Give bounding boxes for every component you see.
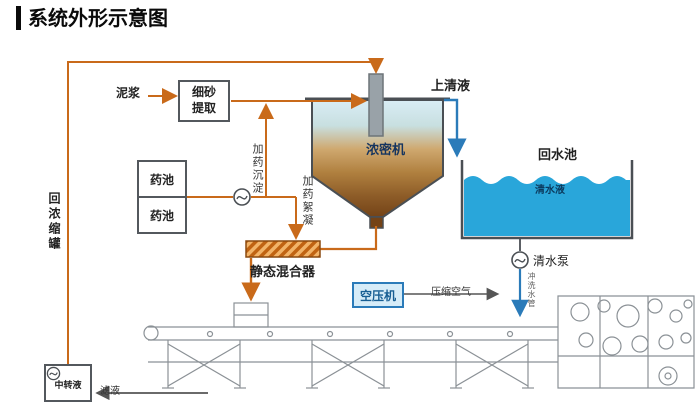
belt-filter-press bbox=[143, 295, 695, 389]
clear-water-pump-label: 清水泵 bbox=[533, 254, 570, 268]
dosing-flocculation-label: 加药絮凝 bbox=[301, 175, 314, 227]
sand-extraction-label: 细砂提取 bbox=[191, 85, 216, 115]
pump-icon bbox=[46, 366, 61, 381]
static-mixer-bar bbox=[245, 240, 321, 258]
air-compressor-box: 空压机 bbox=[352, 282, 404, 308]
clear-water-label: 清水液 bbox=[535, 185, 565, 196]
chem-dosing-lines bbox=[187, 103, 304, 240]
page-title: 系统外形示意图 bbox=[16, 6, 168, 30]
sand-extraction-box: 细砂提取 bbox=[178, 80, 230, 122]
pool-water bbox=[464, 176, 630, 236]
return-concentrate-label: 回浓缩罐 bbox=[47, 192, 61, 252]
filtrate-label: 滤液 bbox=[100, 386, 120, 397]
thickener-label: 浓密机 bbox=[366, 143, 406, 158]
thickener-feed-pipe bbox=[368, 73, 384, 137]
thickener-tank bbox=[305, 73, 450, 229]
dosing-sedimentation-label: 加药沉淀 bbox=[251, 143, 264, 195]
compressed-air-label: 压缩空气 bbox=[431, 287, 471, 298]
return-pool-tank bbox=[460, 160, 634, 240]
mud-label: 泥浆 bbox=[116, 86, 141, 100]
transfer-liquid-box: 中转液 bbox=[44, 364, 92, 402]
supernatant-label: 上清液 bbox=[431, 79, 471, 94]
chem-tank-2-box: 药池 bbox=[137, 196, 187, 234]
pump-icon bbox=[233, 188, 251, 206]
pump-icon bbox=[511, 251, 529, 269]
air-compressor-label: 空压机 bbox=[359, 288, 396, 303]
return-pool-label: 回水池 bbox=[538, 148, 578, 163]
supernatant-arrow bbox=[444, 98, 467, 158]
flush-water-pipe-label: 冲洗水管 bbox=[527, 272, 536, 308]
chem-tank-1-label: 药池 bbox=[149, 172, 174, 187]
transfer-liquid-label: 中转液 bbox=[54, 381, 82, 391]
static-mixer-label: 静态混合器 bbox=[250, 265, 316, 280]
chem-tank-2-label: 药池 bbox=[149, 208, 174, 223]
outlet-line bbox=[319, 226, 378, 251]
chem-tank-1-box: 药池 bbox=[137, 160, 187, 198]
return-line bbox=[67, 58, 384, 366]
